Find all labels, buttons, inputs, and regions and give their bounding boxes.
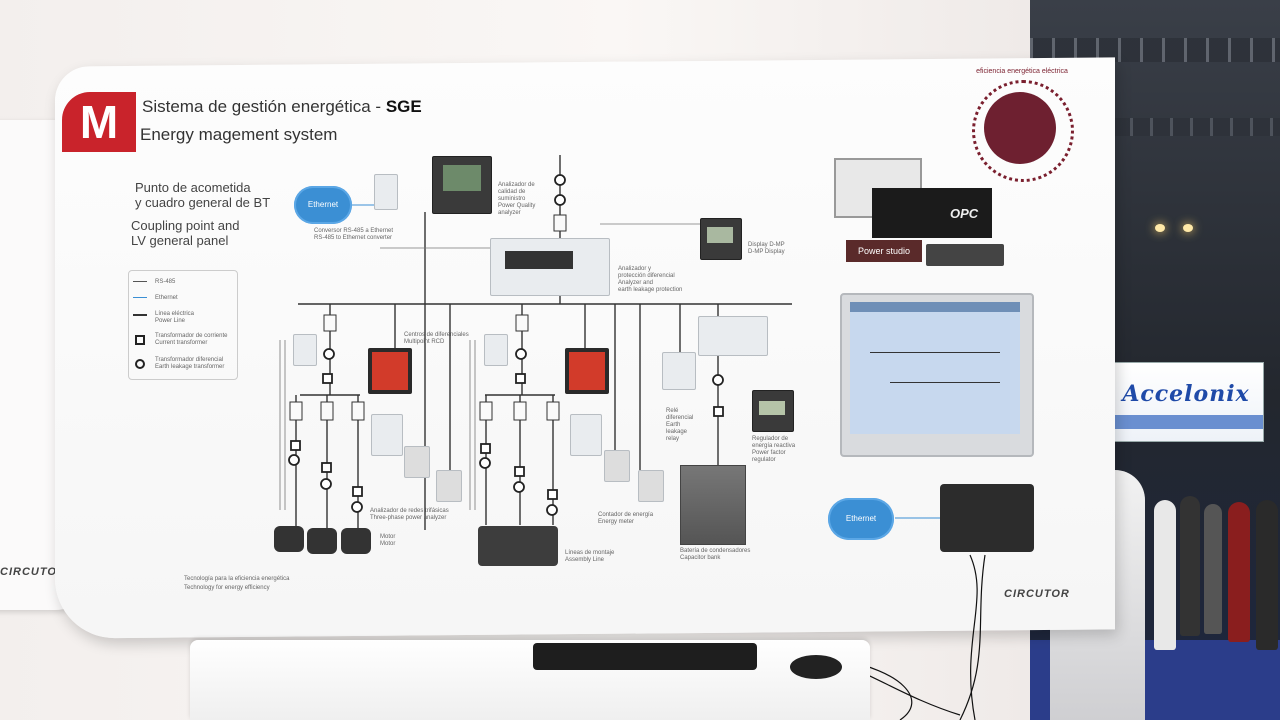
panel-title-acronym: SGE bbox=[385, 97, 422, 116]
monitor-diagram-line bbox=[870, 352, 1000, 353]
visitor bbox=[1154, 500, 1176, 650]
three-phase-analyzer-display bbox=[565, 348, 609, 394]
earth-leakage-analyzer bbox=[490, 238, 610, 296]
monitor-screen-scada bbox=[850, 302, 1020, 434]
diagram-legend: RS-485 Ethernet Línea eléctrica Power Li… bbox=[128, 270, 238, 380]
visitor bbox=[1180, 496, 1200, 636]
ceiling-lamp bbox=[1183, 224, 1193, 232]
motor-icon bbox=[307, 528, 337, 554]
monitor-titlebar bbox=[850, 302, 1020, 312]
legend-item: Línea eléctrica Power Line bbox=[155, 311, 195, 324]
energy-efficiency-seal bbox=[972, 80, 1074, 182]
embedded-pc bbox=[940, 484, 1034, 552]
converter-device bbox=[374, 174, 398, 210]
display-shelf bbox=[190, 640, 870, 720]
rcd-module bbox=[293, 334, 317, 366]
regulator-screen bbox=[759, 401, 785, 415]
motor-icon bbox=[341, 528, 371, 554]
visitor bbox=[1204, 504, 1222, 634]
assembly-label: Líneas de montaje Assembly Line bbox=[565, 550, 615, 563]
ethernet-cloud-right: Ethernet bbox=[828, 498, 894, 540]
ethernet-cloud: Ethernet bbox=[294, 186, 352, 224]
legend-item: Transformador de corriente Current trans… bbox=[155, 333, 228, 346]
panel-footer-spanish: Tecnología para la eficiencia energética bbox=[184, 576, 290, 582]
analyzer-display-strip bbox=[505, 251, 573, 269]
left-panel-brand: CIRCUTOR bbox=[0, 566, 66, 578]
keyboard[interactable] bbox=[533, 643, 757, 670]
converter-label: Conversor RS-485 a Ethernet RS-485 to Et… bbox=[314, 228, 394, 241]
powerstudio-logo: Power studio bbox=[846, 240, 922, 262]
circuit-breaker-block bbox=[698, 316, 768, 356]
capacitor-bank bbox=[680, 465, 746, 545]
globe-icon bbox=[984, 92, 1056, 164]
three-phase-label: Analizador de redes trifásicas Three-pha… bbox=[370, 508, 449, 521]
visitors-crowd bbox=[1110, 460, 1280, 660]
monitor-diagram-line bbox=[890, 382, 1000, 383]
earth-leakage-transformer-icon bbox=[135, 359, 145, 369]
dmp-screen bbox=[707, 227, 733, 243]
power-quality-analyzer bbox=[432, 156, 492, 214]
energy-meter-label: Contador de energía Energy meter bbox=[598, 512, 654, 525]
motor-label: Motor Motor bbox=[380, 534, 396, 547]
power-factor-regulator bbox=[752, 390, 794, 432]
quality-analyzer-label: Analizador de calidad de suministro Powe… bbox=[498, 182, 536, 216]
section-title-spanish: Punto de acometida y cuadro general de B… bbox=[135, 180, 271, 210]
legend-rs485-line bbox=[133, 281, 147, 282]
capacitor-label: Batería de condensadores Capacitor bank bbox=[680, 548, 751, 561]
booth-advert-sign: Accelonix bbox=[1108, 362, 1264, 442]
m-badge-logo: M bbox=[62, 92, 136, 152]
energy-meter-module bbox=[638, 470, 664, 502]
section-title-english: Coupling point and LV general panel bbox=[131, 218, 240, 248]
legend-power-line bbox=[133, 314, 147, 316]
pf-regulator-label: Regulador de energía reactiva Power fact… bbox=[752, 436, 796, 463]
panel-title-spanish: Sistema de gestión energética - SGE bbox=[142, 97, 422, 117]
display-label: Display D-MP D-MP Display bbox=[748, 242, 785, 255]
legend-ethernet-line bbox=[133, 297, 147, 298]
panel-title-english: Energy magement system bbox=[140, 125, 338, 144]
rcd-module bbox=[484, 334, 508, 366]
energy-analyzer-module bbox=[371, 414, 403, 456]
legend-item: Transformador diferencial Earth leakage … bbox=[155, 357, 225, 370]
earth-leakage-relay bbox=[662, 352, 696, 390]
energy-meter-module bbox=[604, 450, 630, 482]
advert-logo: Accelonix bbox=[1122, 381, 1250, 407]
visitor bbox=[1228, 502, 1250, 642]
energy-meter-module bbox=[404, 446, 430, 478]
motor-icon bbox=[274, 526, 304, 552]
ceiling-lamp bbox=[1155, 224, 1165, 232]
software-dark-window bbox=[872, 188, 992, 238]
current-transformer-icon bbox=[135, 335, 145, 345]
computer-mouse[interactable] bbox=[790, 655, 842, 679]
advert-stripe bbox=[1109, 415, 1263, 429]
seal-text: eficiencia energética eléctrica bbox=[976, 68, 1068, 75]
assembly-line-image bbox=[478, 526, 558, 566]
earth-leakage-label: Analizador y protección diferencial Anal… bbox=[618, 266, 683, 293]
analyzer-screen bbox=[443, 165, 481, 191]
panel-title-spanish-text: Sistema de gestión energética - bbox=[142, 97, 386, 116]
energy-analyzer-module bbox=[570, 414, 602, 456]
visitor bbox=[1256, 500, 1278, 650]
three-phase-analyzer-display bbox=[368, 348, 412, 394]
circutor-brand: CIRCUTOR bbox=[1004, 588, 1070, 600]
laptop-image bbox=[926, 244, 1004, 266]
legend-item: Ethernet bbox=[155, 295, 178, 301]
dmp-display bbox=[700, 218, 742, 260]
earth-relay-label: Relé diferencial Earth leakage relay bbox=[666, 408, 694, 442]
opc-logo: OPC bbox=[950, 206, 979, 221]
rcd-label: Centros de diferenciales Multipoint RCD bbox=[404, 332, 469, 345]
panel-footer-english: Technology for energy efficiency bbox=[184, 585, 270, 591]
energy-meter-module bbox=[436, 470, 462, 502]
legend-item: RS-485 bbox=[155, 279, 176, 285]
